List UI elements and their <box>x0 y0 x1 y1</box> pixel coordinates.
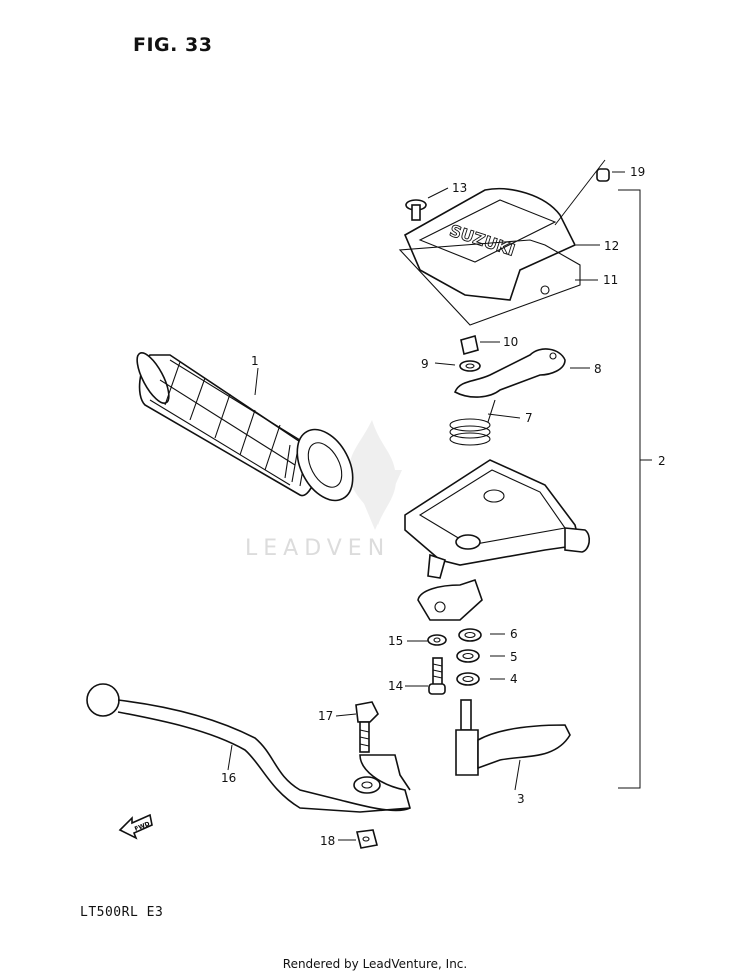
part-nut-10 <box>460 334 479 356</box>
part-oring-6 <box>458 628 482 642</box>
callout-14: 14 <box>388 679 403 693</box>
callout-11: 11 <box>603 273 618 287</box>
part-washer-15 <box>427 634 447 646</box>
callout-4: 4 <box>510 672 518 686</box>
part-cap-19 <box>596 168 610 182</box>
rendered-by-footer: Rendered by LeadVenture, Inc. <box>282 957 468 971</box>
part-screw-13 <box>405 199 427 221</box>
callout-7: 7 <box>525 411 533 425</box>
watermark-logo <box>349 420 402 530</box>
watermark-text: LEADVEN <box>245 536 391 561</box>
model-code: LT500RL E3 <box>80 905 164 920</box>
callout-5: 5 <box>510 650 518 664</box>
part-spring-7 <box>449 399 496 446</box>
bracket-part-2 <box>618 189 641 789</box>
part-washer-9 <box>459 360 481 372</box>
fwd-arrow-icon: FWD <box>118 813 153 840</box>
part-brake-lever <box>86 683 411 813</box>
callout-19: 19 <box>630 165 645 179</box>
callout-3: 3 <box>517 792 525 806</box>
callout-2: 2 <box>658 454 666 468</box>
part-bolt-17 <box>355 701 379 753</box>
callout-13: 13 <box>452 181 467 195</box>
part-oring-5 <box>456 649 480 663</box>
part-oring-4 <box>456 672 480 686</box>
part-switch-housing <box>404 459 591 579</box>
callout-6: 6 <box>510 627 518 641</box>
callout-18: 18 <box>320 834 335 848</box>
callout-10: 10 <box>503 335 518 349</box>
part-gasket <box>398 239 581 326</box>
callout-15: 15 <box>388 634 403 648</box>
part-clamp-half <box>417 578 483 621</box>
part-lever-8 <box>453 348 566 398</box>
figure-title: FIG. 33 <box>133 34 213 56</box>
callout-16: 16 <box>221 771 236 785</box>
part-throttle-lever <box>455 699 571 776</box>
callout-labels: 1 2 3 4 5 6 7 8 9 10 11 12 13 14 15 16 1… <box>221 165 666 848</box>
part-switch-cover: SUZUKI <box>403 187 577 301</box>
leader-lines <box>227 171 652 841</box>
part-grip <box>136 352 354 502</box>
callout-9: 9 <box>421 357 429 371</box>
callout-17: 17 <box>318 709 333 723</box>
part-bolt-14 <box>428 657 446 695</box>
callout-8: 8 <box>594 362 602 376</box>
callout-1: 1 <box>251 354 259 368</box>
callout-12: 12 <box>604 239 619 253</box>
part-nut-18 <box>356 829 378 849</box>
